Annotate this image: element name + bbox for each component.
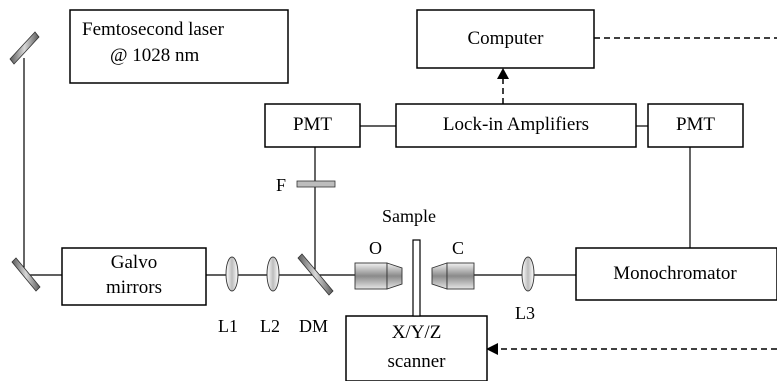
mirror-top [9, 31, 40, 65]
pmt-right-label: PMT [675, 114, 716, 135]
pmt-left-box [264, 103, 361, 148]
computer-label: Computer [467, 28, 544, 49]
scanner-label-line2: scanner [387, 351, 446, 372]
lens-l1 [225, 256, 239, 292]
filter [296, 180, 336, 188]
monochromator-label: Monochromator [613, 263, 737, 284]
galvo-label-line1: Galvo [110, 252, 158, 273]
scanner-label-line1: X/Y/Z [391, 322, 442, 343]
control-lines [500, 37, 777, 350]
dichroic-label: DM [299, 316, 329, 336]
collector-label: C [452, 238, 465, 258]
filter-label: F [276, 175, 287, 195]
mirrors [9, 31, 334, 296]
lens-l3 [521, 256, 535, 292]
lockin-box [395, 103, 637, 148]
dichroic-mirror [297, 253, 334, 296]
arrow-to-scanner [486, 343, 498, 355]
arrow-up-to-computer [497, 68, 509, 79]
component-boxes [61, 9, 777, 381]
sample-label: Sample [382, 206, 436, 226]
beam-lines [23, 58, 691, 276]
galvo-box [61, 247, 207, 306]
objective-lens [354, 262, 403, 290]
lens2-label: L2 [260, 316, 280, 336]
scanner-box [345, 315, 488, 381]
lenses [225, 256, 535, 292]
laser-label-line2: @ 1028 nm [110, 45, 200, 66]
galvo-label-line2: mirrors [106, 277, 162, 298]
lens3-label: L3 [515, 303, 535, 323]
pmt-left-label: PMT [292, 114, 333, 135]
lens1-label: L1 [218, 316, 238, 336]
collector-lens [431, 262, 475, 290]
laser-label-line1: Femtosecond laser [82, 19, 224, 40]
lockin-label: Lock-in Amplifiers [442, 114, 590, 135]
laser-box [69, 9, 289, 84]
pmt-right-box [647, 103, 744, 148]
objective-label: O [369, 238, 382, 258]
lens-l2 [266, 256, 280, 292]
monochromator-box [575, 247, 777, 301]
computer-box [416, 9, 595, 69]
mirror-bottom [11, 257, 41, 292]
sample-slide [412, 239, 421, 317]
